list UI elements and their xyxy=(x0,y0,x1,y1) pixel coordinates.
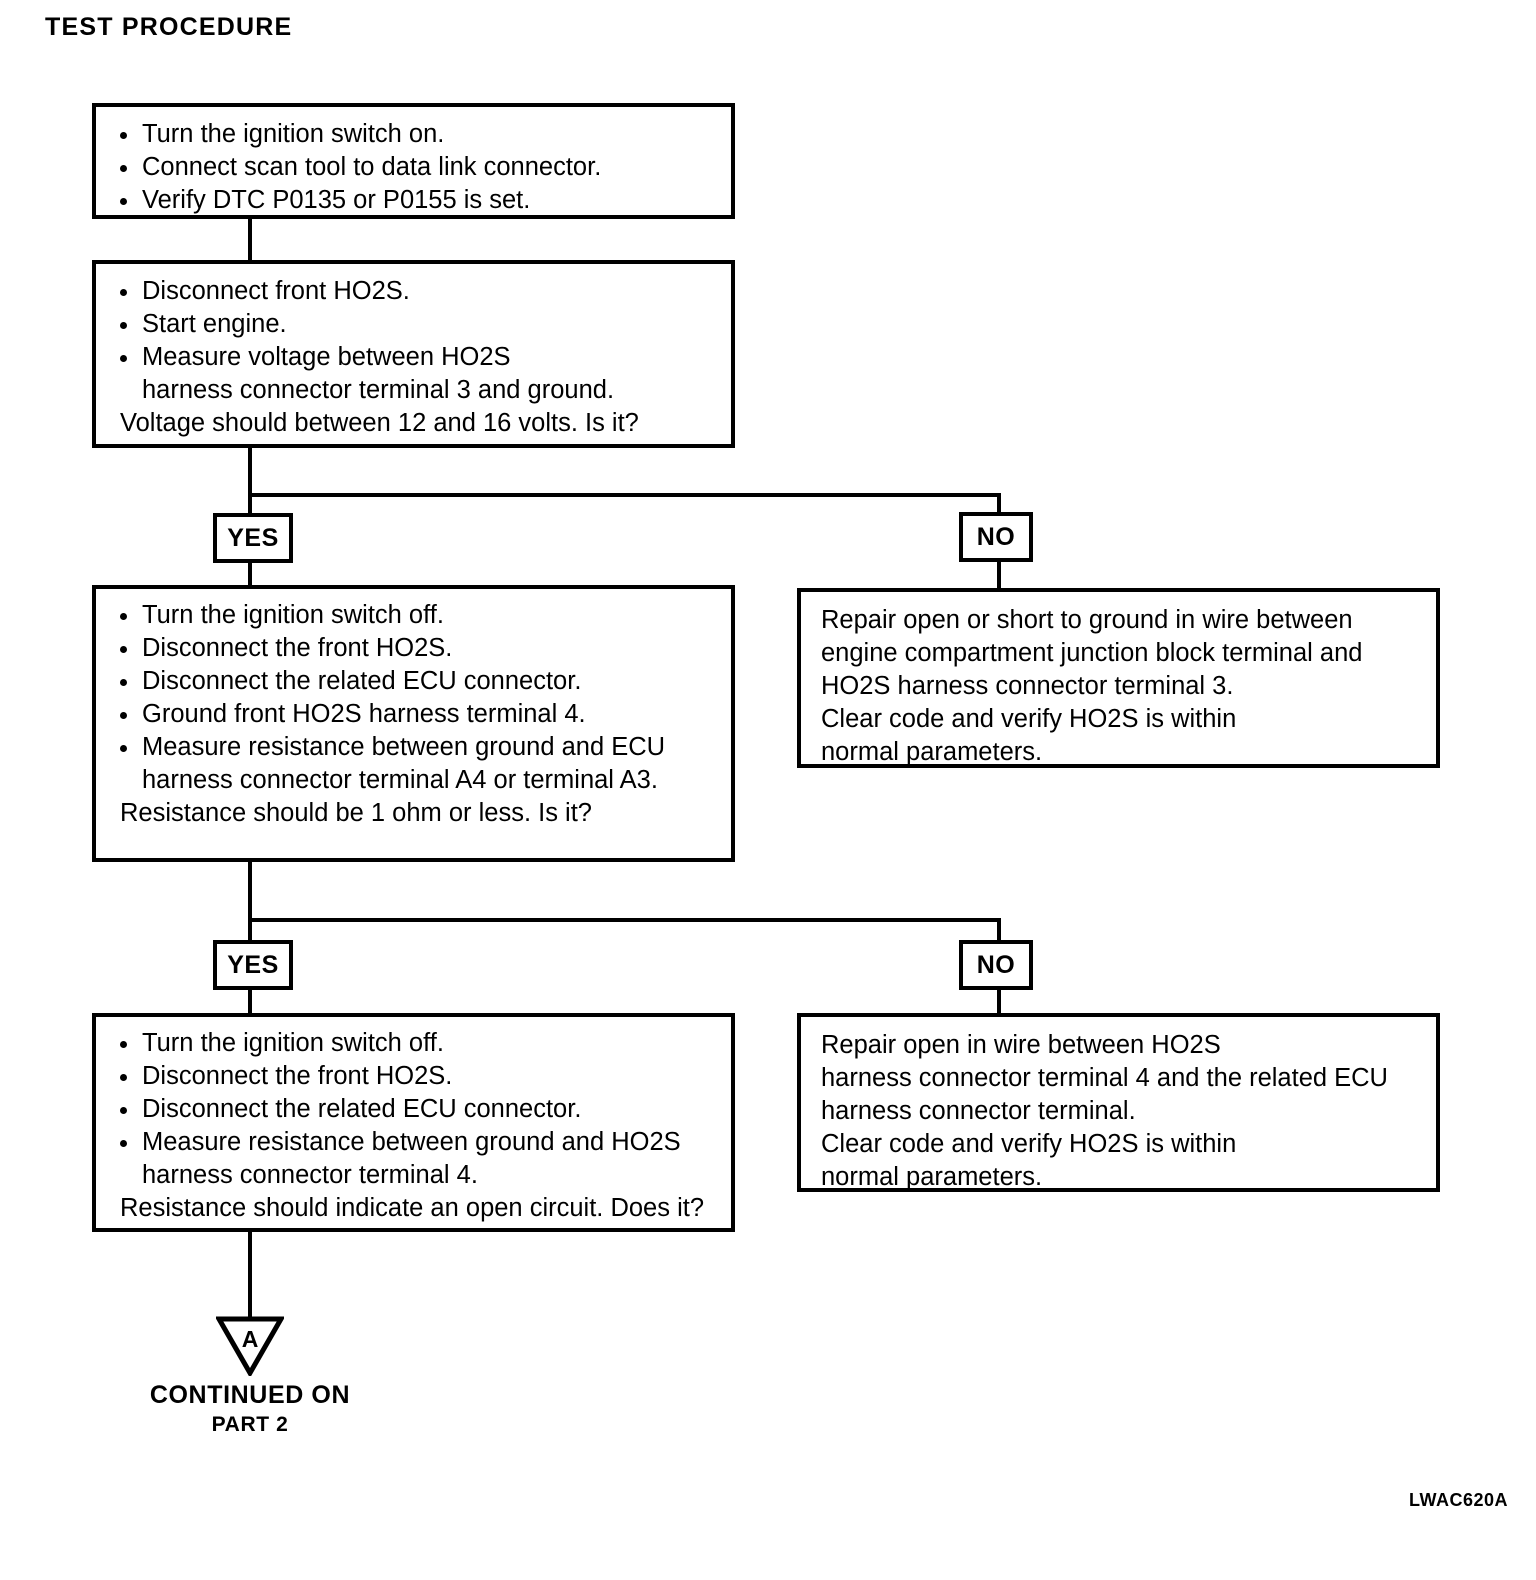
connector-step4-to-offpage xyxy=(248,1232,252,1322)
page-title: TEST PROCEDURE xyxy=(45,13,293,41)
continued-on-caption: CONTINUED ON PART 2 xyxy=(100,1380,400,1440)
repair-action-1-box: Repair open or short to ground in wire b… xyxy=(797,588,1440,768)
offpage-connector-triangle-icon: A xyxy=(216,1316,284,1376)
repair-1-line-5: normal parameters. xyxy=(821,738,1043,766)
step-3-bullet-1: Turn the ignition switch off. xyxy=(106,599,721,632)
step-2-bullet-list: Disconnect front HO2S. Start engine. Mea… xyxy=(106,275,721,407)
step-3-bullet-5-cont: harness connector terminal A4 or termina… xyxy=(142,766,658,794)
step-4-bullet-list: Turn the ignition switch off. Disconnect… xyxy=(106,1027,725,1192)
step-4-bullet-2: Disconnect the front HO2S. xyxy=(106,1060,725,1093)
branch-2-no-tag[interactable]: NO xyxy=(959,940,1033,990)
step-1-bullet-3: Verify DTC P0135 or P0155 is set. xyxy=(106,184,721,217)
step-3-bullet-4: Ground front HO2S harness terminal 4. xyxy=(106,698,721,731)
branch-1-no-label: NO xyxy=(976,522,1016,551)
branch-2-yes-label: YES xyxy=(227,950,279,979)
step-2-bullet-1: Disconnect front HO2S. xyxy=(106,275,721,308)
continued-on-line-1: CONTINUED ON xyxy=(149,1381,351,1409)
branch-1-no-tag[interactable]: NO xyxy=(959,512,1033,562)
step-4-question: Resistance should indicate an open circu… xyxy=(120,1194,704,1222)
repair-2-line-5: normal parameters. xyxy=(821,1163,1043,1191)
branch-1-horizontal xyxy=(248,493,1001,497)
step-2-box: Disconnect front HO2S. Start engine. Mea… xyxy=(92,260,735,448)
step-1-box: Turn the ignition switch on. Connect sca… xyxy=(92,103,735,219)
repair-1-line-3: HO2S harness connector terminal 3. xyxy=(821,672,1234,700)
branch-2-no-label: NO xyxy=(976,950,1016,979)
step-3-bullet-list: Turn the ignition switch off. Disconnect… xyxy=(106,599,721,797)
repair-2-line-4: Clear code and verify HO2S is within xyxy=(821,1130,1237,1158)
step-2-bullet-2: Start engine. xyxy=(106,308,721,341)
step-3-box: Turn the ignition switch off. Disconnect… xyxy=(92,585,735,862)
branch-1-trunk xyxy=(248,448,252,513)
repair-2-line-2: harness connector terminal 4 and the rel… xyxy=(821,1064,1388,1092)
drawing-reference-code: LWAC620A xyxy=(1408,1490,1508,1510)
step-4-bullet-3: Disconnect the related ECU connector. xyxy=(106,1093,725,1126)
step-2-bullet-3-cont: harness connector terminal 3 and ground. xyxy=(142,376,615,404)
offpage-connector-letter: A xyxy=(241,1326,259,1352)
branch-2-yes-tag[interactable]: YES xyxy=(213,940,293,990)
repair-1-line-2: engine compartment junction block termin… xyxy=(821,639,1363,667)
connector-step1-to-step2 xyxy=(248,219,252,264)
step-1-bullet-list: Turn the ignition switch on. Connect sca… xyxy=(106,118,721,217)
branch-2-horizontal xyxy=(248,918,1001,922)
repair-2-line-3: harness connector terminal. xyxy=(821,1097,1136,1125)
step-2-question: Voltage should between 12 and 16 volts. … xyxy=(120,409,639,437)
branch-2-trunk xyxy=(248,862,252,940)
step-1-bullet-1: Turn the ignition switch on. xyxy=(106,118,721,151)
repair-2-line-1: Repair open in wire between HO2S xyxy=(821,1031,1221,1059)
step-2-bullet-3: Measure voltage between HO2S xyxy=(106,341,721,374)
repair-action-2-box: Repair open in wire between HO2S harness… xyxy=(797,1013,1440,1192)
step-4-box: Turn the ignition switch off. Disconnect… xyxy=(92,1013,735,1232)
repair-1-line-4: Clear code and verify HO2S is within xyxy=(821,705,1237,733)
branch-1-yes-tag[interactable]: YES xyxy=(213,513,293,563)
branch-1-yes-label: YES xyxy=(227,523,279,552)
continued-on-line-2: PART 2 xyxy=(211,1413,289,1436)
step-4-bullet-4-cont: harness connector terminal 4. xyxy=(142,1161,478,1189)
step-3-bullet-5: Measure resistance between ground and EC… xyxy=(106,731,721,764)
step-4-bullet-4: Measure resistance between ground and HO… xyxy=(106,1126,725,1159)
step-4-bullet-1: Turn the ignition switch off. xyxy=(106,1027,725,1060)
repair-1-line-1: Repair open or short to ground in wire b… xyxy=(821,606,1353,634)
step-1-bullet-2: Connect scan tool to data link connector… xyxy=(106,151,721,184)
step-3-question: Resistance should be 1 ohm or less. Is i… xyxy=(120,799,592,827)
step-3-bullet-3: Disconnect the related ECU connector. xyxy=(106,665,721,698)
step-3-bullet-2: Disconnect the front HO2S. xyxy=(106,632,721,665)
